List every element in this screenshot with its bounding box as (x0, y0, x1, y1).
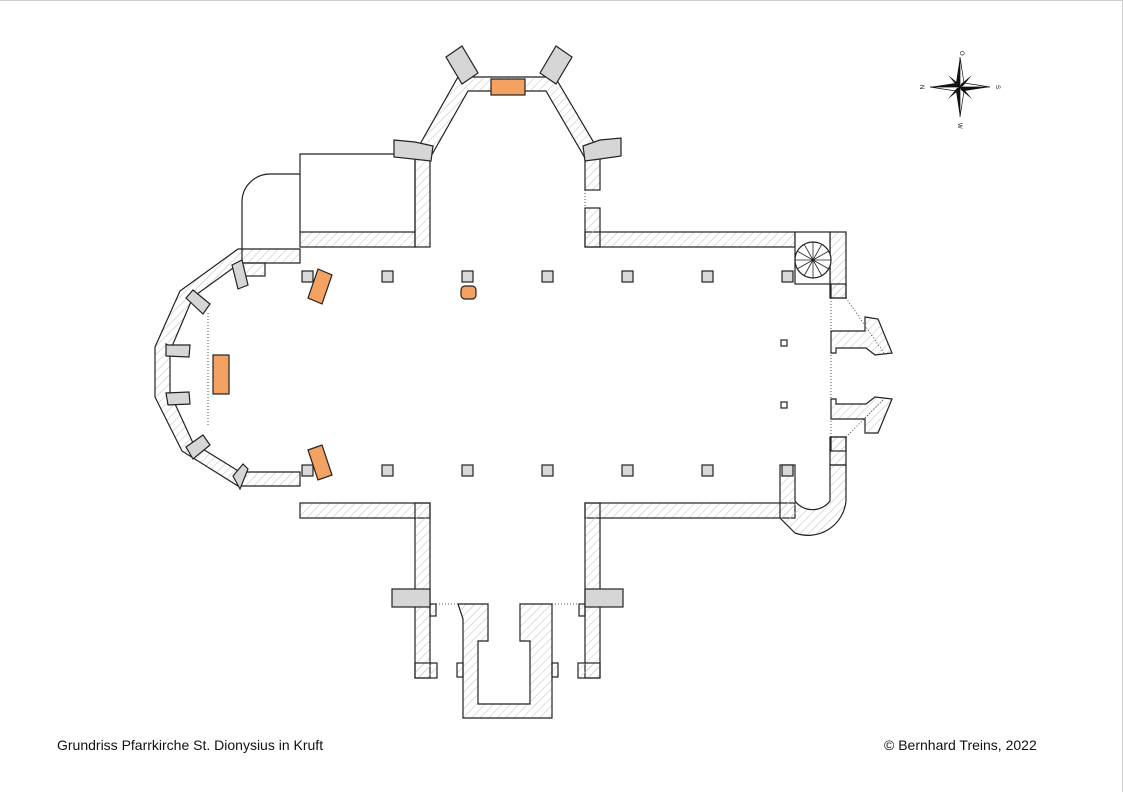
porch-jamb-left-top (429, 603, 437, 617)
buttress-south-left (391, 588, 431, 608)
altar-side-north (307, 268, 333, 305)
buttress-west-6 (232, 463, 249, 491)
buttress-west-3 (165, 343, 191, 358)
buttress-west-4 (165, 391, 191, 406)
buttress-west-5 (185, 434, 211, 460)
porch-jamb-left-bottom (456, 662, 464, 678)
altars (212, 78, 526, 481)
wall-south-east-turret (779, 464, 847, 536)
buttress-north-apse-left (445, 45, 479, 85)
sacristy-annex (299, 153, 416, 232)
outlines (207, 153, 885, 678)
pillar (301, 270, 314, 283)
small-pillar (780, 339, 788, 347)
buttress-south-right (584, 588, 624, 608)
compass-label-top: O (958, 51, 964, 56)
altar-side-south (307, 444, 333, 481)
wall-east-chapel-north (830, 316, 893, 356)
sacristy-curve (241, 173, 300, 263)
plan-caption: Grundriss Pfarrkirche St. Dionysius in K… (57, 737, 324, 753)
buttress-north-apse-right (539, 45, 573, 85)
font-basin (460, 285, 477, 300)
wall-nave-south-right (584, 502, 796, 519)
wall-south-foot-right (577, 662, 601, 679)
dotted-line-east-apse (845, 297, 885, 354)
porch-jamb-right-top (578, 603, 586, 617)
pillars (301, 270, 794, 477)
wall-west-apse (154, 248, 301, 487)
pillar (461, 270, 474, 283)
wall-north-transept-right-lower (584, 207, 601, 248)
copyright-notice: © Bernhard Treins, 2022 (884, 737, 1037, 753)
buttress-north-transept-right (582, 137, 622, 162)
pillar (621, 464, 634, 477)
wall-nave-north-right (584, 231, 796, 248)
compass-label-bottom: W (956, 123, 962, 129)
altar-west-apse (212, 354, 230, 395)
buttresses (165, 45, 624, 608)
porch-jamb-right-bottom (551, 662, 559, 678)
compass-label-right: S (994, 85, 1000, 89)
buttress-west-2 (185, 289, 211, 315)
wall-east-chapel-south (830, 396, 893, 434)
pillar (381, 270, 394, 283)
pillar (701, 270, 714, 283)
altar-north-apse (490, 78, 526, 96)
east-corner-block-top (830, 283, 847, 299)
pillar (781, 270, 794, 283)
pillar (461, 464, 474, 477)
compass-rose: O S W N (918, 51, 1000, 129)
walls (154, 76, 893, 719)
wall-south-foot-left (414, 662, 438, 679)
wall-nave-north-left (299, 231, 416, 248)
pillar (621, 270, 634, 283)
pillar (381, 464, 394, 477)
wall-nave-south-left (299, 502, 431, 519)
pillar (781, 464, 794, 477)
spiral-stair-steps (795, 242, 831, 278)
compass-label-left: N (918, 85, 924, 89)
wall-west-end-piece-top (242, 262, 266, 277)
small-pillar (780, 401, 788, 409)
pillar (541, 464, 554, 477)
pillar (541, 270, 554, 283)
east-corner-block-bottom (830, 436, 847, 452)
pillar (301, 464, 314, 477)
pillar (701, 464, 714, 477)
buttress-north-transept-left (393, 139, 434, 162)
wall-north-transept-left (414, 155, 431, 248)
buttress-west-1 (231, 259, 249, 290)
wall-south-porch (457, 603, 553, 719)
